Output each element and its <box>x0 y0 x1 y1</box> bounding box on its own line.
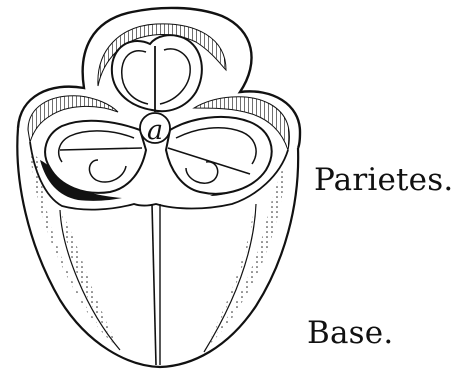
center-mark-label: a <box>145 117 165 144</box>
shell-seam-center-a <box>152 204 156 365</box>
base-label: Base. <box>307 318 393 349</box>
valve-top <box>112 35 202 111</box>
parietes-label: Parietes. <box>314 165 451 196</box>
stipple-mid-right <box>206 208 254 346</box>
